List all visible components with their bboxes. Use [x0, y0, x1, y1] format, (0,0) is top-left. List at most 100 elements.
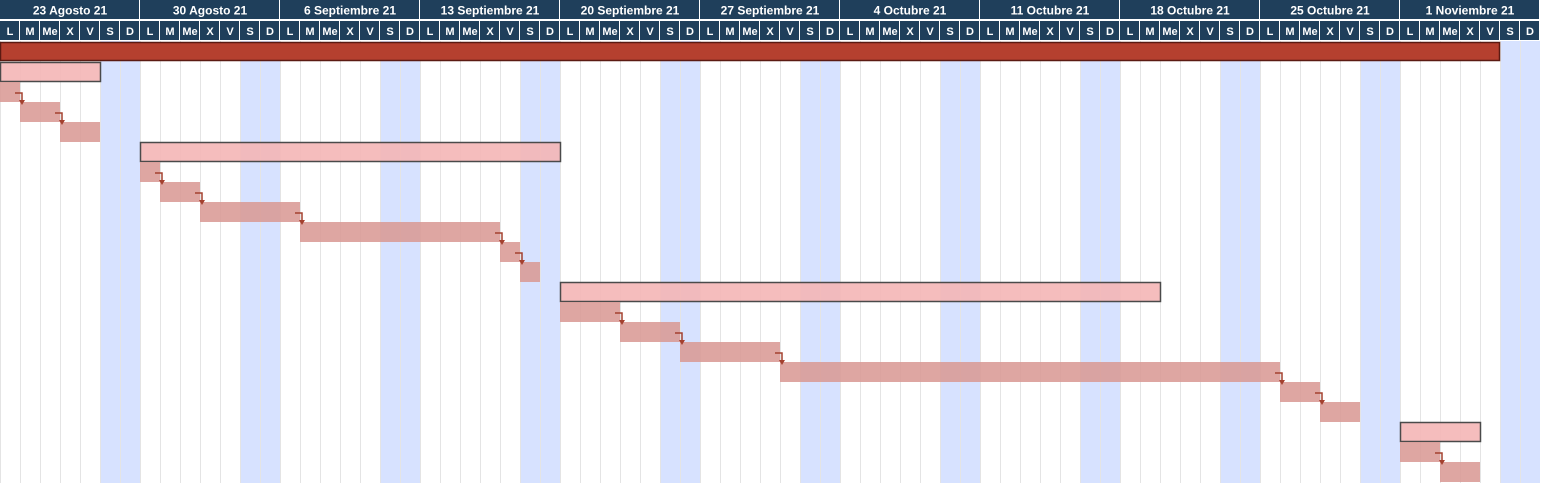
day-header-cell — [1500, 21, 1519, 40]
day-letter-label: M — [165, 26, 174, 38]
day-header-cell — [200, 21, 219, 40]
week-header-cell — [420, 0, 559, 19]
day-letter-label: X — [1326, 26, 1334, 38]
week-header-cell — [980, 0, 1119, 19]
task-bar — [1280, 382, 1320, 402]
task-bars-layer — [0, 41, 1501, 482]
task-bar — [160, 182, 200, 202]
day-letter-label: V — [1066, 26, 1074, 38]
task-bar — [300, 222, 500, 242]
day-header-cell — [1340, 21, 1359, 40]
task-bar — [680, 342, 780, 362]
dependency-arrow — [55, 112, 63, 122]
task-bar — [60, 122, 100, 142]
day-header-cell — [500, 21, 519, 40]
day-letter-label: D — [406, 26, 414, 38]
task-bar — [1320, 402, 1360, 422]
weekend-column — [800, 41, 820, 483]
week-header-cell — [140, 0, 279, 19]
day-header-cell — [740, 21, 759, 40]
weekend-column — [1220, 41, 1240, 483]
day-letter-label: D — [1386, 26, 1394, 38]
dependency-arrowhead — [19, 100, 25, 105]
day-header-cell — [560, 21, 579, 40]
day-letter-label: X — [766, 26, 774, 38]
day-header-cell — [1420, 21, 1439, 40]
day-header-cell — [180, 21, 199, 40]
dependency-arrow — [515, 252, 523, 262]
day-header-cell — [960, 21, 979, 40]
day-letter-label: M — [1145, 26, 1154, 38]
task-bar — [20, 102, 60, 122]
day-letter-label: X — [1186, 26, 1194, 38]
week-header-cell — [1260, 0, 1399, 19]
day-header-cell — [520, 21, 539, 40]
day-letter-label: L — [1267, 26, 1274, 38]
day-letter-label: V — [786, 26, 794, 38]
day-letter-label: V — [646, 26, 654, 38]
dependency-arrow — [1275, 372, 1283, 382]
day-letter-label: S — [1086, 26, 1093, 38]
dependency-arrowhead — [519, 260, 525, 265]
day-header-cell — [140, 21, 159, 40]
week-label: 30 Agosto 21 — [173, 4, 248, 18]
day-letter-label: Me — [322, 26, 337, 38]
day-header-cell — [220, 21, 239, 40]
day-header-cell — [980, 21, 999, 40]
day-letter-label: V — [1486, 26, 1494, 38]
day-letter-label: V — [926, 26, 934, 38]
dependency-arrow — [295, 212, 303, 222]
day-header-cell — [1240, 21, 1259, 40]
day-letter-label: L — [707, 26, 714, 38]
day-header-cell — [1100, 21, 1119, 40]
weekend-column — [820, 41, 840, 483]
task-bar — [1400, 442, 1440, 462]
day-header-cell — [1300, 21, 1319, 40]
day-letter-label: V — [86, 26, 94, 38]
day-letter-label: L — [987, 26, 994, 38]
day-letter-label: X — [1046, 26, 1054, 38]
day-header-cell — [320, 21, 339, 40]
day-header-cell — [160, 21, 179, 40]
day-letter-label: V — [1206, 26, 1214, 38]
summary-bar — [139, 141, 562, 163]
day-header-cell — [1280, 21, 1299, 40]
day-header-cell — [1480, 21, 1499, 40]
dependency-arrowhead — [299, 220, 305, 225]
weekend-column — [400, 41, 420, 483]
day-header-cell — [240, 21, 259, 40]
week-label: 23 Agosto 21 — [33, 4, 108, 18]
day-header-cell — [700, 21, 719, 40]
day-letter-label: L — [567, 26, 574, 38]
day-header-cell — [780, 21, 799, 40]
weekend-column — [680, 41, 700, 483]
day-letter-label: Me — [1302, 26, 1317, 38]
week-header-cell — [700, 0, 839, 19]
day-header-cell — [860, 21, 879, 40]
day-header-cell — [400, 21, 419, 40]
task-bar — [0, 82, 20, 102]
week-header-cell — [560, 0, 699, 19]
summary-bar — [1399, 421, 1482, 443]
weekend-column — [660, 41, 680, 483]
day-letter-label: D — [1246, 26, 1254, 38]
dependency-arrow — [15, 92, 23, 102]
week-label: 1 Noviembre 21 — [1426, 4, 1515, 18]
day-header-cell — [580, 21, 599, 40]
day-gridlines-layer — [0, 41, 1521, 483]
day-letter-label: S — [806, 26, 813, 38]
weekend-column — [100, 41, 120, 483]
day-letter-label: Me — [882, 26, 897, 38]
day-header-cell — [40, 21, 59, 40]
day-letter-label: V — [1346, 26, 1354, 38]
week-header-cell — [0, 0, 139, 19]
weekend-column — [960, 41, 980, 483]
day-letter-label: M — [1425, 26, 1434, 38]
day-letter-label: M — [585, 26, 594, 38]
weekend-column — [120, 41, 140, 483]
day-letter-label: M — [725, 26, 734, 38]
dependency-arrowhead — [199, 200, 205, 205]
day-letter-label: S — [246, 26, 253, 38]
day-letter-label: M — [305, 26, 314, 38]
dependency-arrowhead — [499, 240, 505, 245]
